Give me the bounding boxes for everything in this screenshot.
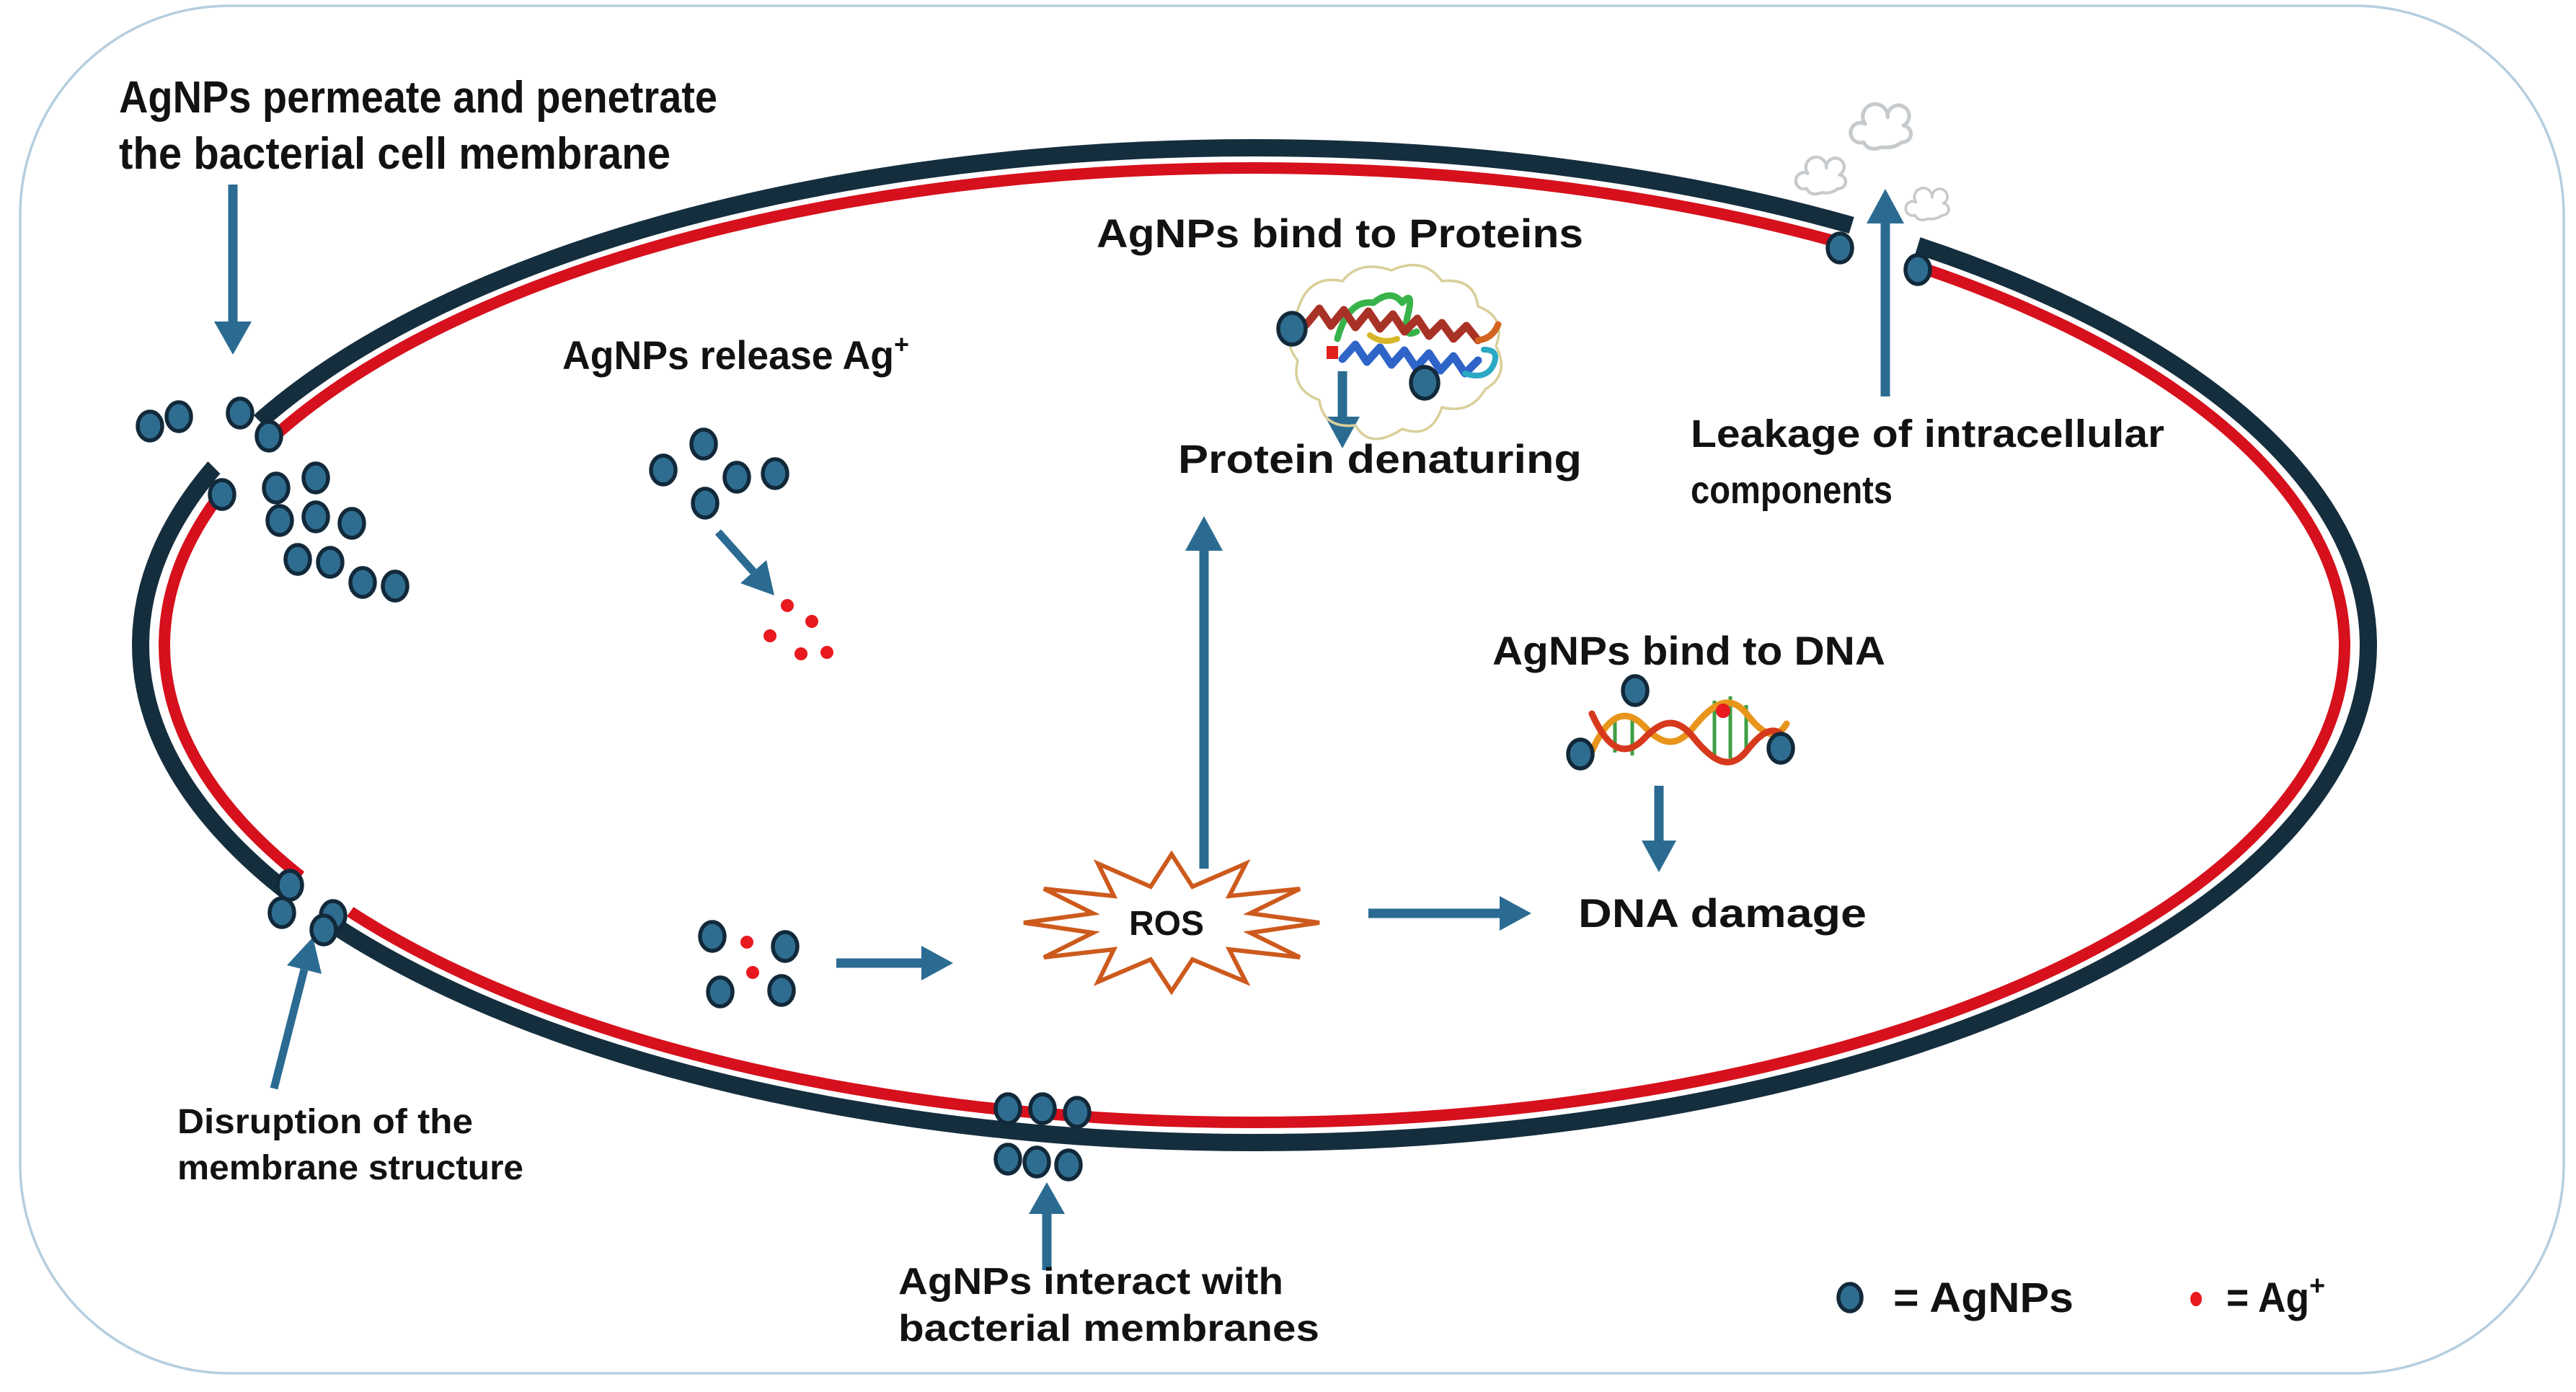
membrane-gap-disruption <box>265 843 374 962</box>
arrow-permeate-down <box>214 185 252 355</box>
outer-membrane-line <box>132 139 2377 1151</box>
agnp-dot <box>722 461 751 494</box>
ros-starburst-icon: ROS <box>1023 850 1320 996</box>
legend-agnps-label: = AgNPs <box>1893 1274 2073 1321</box>
ag-ion-dot <box>820 646 833 659</box>
agnp-dot <box>262 471 291 505</box>
agnp-dot <box>267 896 296 929</box>
agnp-membrane-interaction-cluster <box>993 1092 1092 1182</box>
red-binding-site <box>1327 346 1338 359</box>
agnp-release-cluster <box>649 427 833 660</box>
agnp-dot <box>1409 365 1440 401</box>
agnp-dot <box>1276 311 1308 347</box>
label-interact-line1: AgNPs interact with <box>898 1261 1283 1303</box>
agnp-dot <box>767 974 796 1007</box>
protein-ribbon-icon <box>1276 264 1502 440</box>
legend: = AgNPs = Ag+ <box>1836 1271 2325 1321</box>
label-disruption-line1: Disruption of the <box>177 1103 473 1141</box>
agnp-dot <box>164 400 193 433</box>
agnp-dot <box>698 920 727 953</box>
label-disruption-line2: membrane structure <box>177 1149 523 1187</box>
agnp-dot <box>689 427 718 461</box>
label-protein-denaturing: Protein denaturing <box>1178 436 1582 482</box>
agnp-dot <box>337 507 366 540</box>
agnp-dot <box>706 975 735 1008</box>
bacterial-membrane <box>132 139 2377 1151</box>
flow-arrows <box>214 185 1904 1270</box>
agnp-dot <box>1903 253 1932 286</box>
agnp-dot <box>761 457 789 490</box>
leak-cloud <box>1904 187 1950 221</box>
agnp-dot <box>309 913 338 947</box>
ag-ion-dot <box>781 599 794 612</box>
agnp-dot <box>1022 1145 1051 1179</box>
legend-ag-ion-dot <box>2190 1292 2202 1306</box>
ag-ion-dot <box>1716 704 1730 718</box>
diagram-border <box>19 4 2565 1375</box>
agnp-dot <box>993 1143 1022 1176</box>
ag-ion-dot <box>805 615 818 628</box>
label-bind-dna: AgNPs bind to DNA <box>1492 628 1885 673</box>
arrow-ions-to-ros <box>836 946 953 980</box>
agnp-dot <box>1054 1148 1083 1182</box>
ros-label: ROS <box>1129 905 1204 943</box>
label-leakage-line1: Leakage of intracellular <box>1691 412 2164 456</box>
agnp-dot <box>136 409 164 443</box>
ag-ion-dot <box>746 966 759 979</box>
agnp-dot <box>265 504 294 537</box>
agnp-dot <box>993 1092 1022 1125</box>
dna-helix-icon <box>1566 674 1795 771</box>
ag-ion-dot <box>740 936 753 949</box>
agnp-dot <box>226 396 254 430</box>
annotation-labels: AgNPs permeate and penetrate the bacteri… <box>119 73 2164 1349</box>
agnp-leakage-cluster <box>1825 231 1932 286</box>
agnp-dot <box>691 487 720 520</box>
agnp-dot <box>1766 732 1795 765</box>
agnp-dot <box>381 569 410 603</box>
label-dna-damage: DNA damage <box>1578 890 1867 936</box>
inner-membrane-line <box>159 162 2350 1128</box>
agnp-dot <box>1621 674 1650 707</box>
agnp-dot <box>649 453 678 487</box>
label-interact-line2: bacterial membranes <box>898 1308 1319 1349</box>
agnp-dot <box>1566 737 1595 771</box>
agnp-dot <box>301 500 330 533</box>
agnp-permeation-cluster <box>136 396 410 603</box>
label-permeate-line1: AgNPs permeate and penetrate <box>119 73 717 123</box>
agnp-dot <box>208 478 236 511</box>
ag-ion-dot <box>795 647 807 660</box>
ag-ion-dot <box>763 629 776 642</box>
label-leakage-line2: components <box>1691 469 1893 512</box>
leak-cloud <box>1796 157 1846 194</box>
agnp-dot <box>348 566 377 599</box>
leak-cloud <box>1851 104 1911 148</box>
agnp-dot <box>301 461 330 495</box>
agnp-dot <box>254 420 283 453</box>
arrow-leakage-up <box>1867 189 1904 396</box>
agnp-disruption-cluster <box>267 869 348 947</box>
agnp-dot <box>771 930 800 963</box>
arrow-interact-up <box>1029 1182 1065 1270</box>
arrow-disruption <box>270 937 322 1090</box>
agnp-dot <box>275 869 304 902</box>
legend-agnp-dot <box>1836 1282 1864 1313</box>
agnp-dot <box>1063 1096 1092 1129</box>
agnp-dot <box>316 546 345 579</box>
arrow-dna-damage <box>1642 786 1676 872</box>
agnp-dot <box>1028 1092 1057 1125</box>
arrow-ros-to-dna <box>1368 896 1531 931</box>
label-bind-proteins: AgNPs bind to Proteins <box>1097 210 1583 256</box>
agnp-ros-cluster <box>698 920 800 1008</box>
agnp-dot <box>1825 231 1854 265</box>
arrow-release-diagonal <box>714 529 774 595</box>
agnp-dot <box>283 543 312 576</box>
arrow-ros-to-protein <box>1185 516 1223 869</box>
legend-ag-ion-label: = Ag+ <box>2226 1271 2325 1321</box>
label-release: AgNPs release Ag+ <box>562 329 909 378</box>
label-permeate-line2: the bacterial cell membrane <box>119 129 670 179</box>
